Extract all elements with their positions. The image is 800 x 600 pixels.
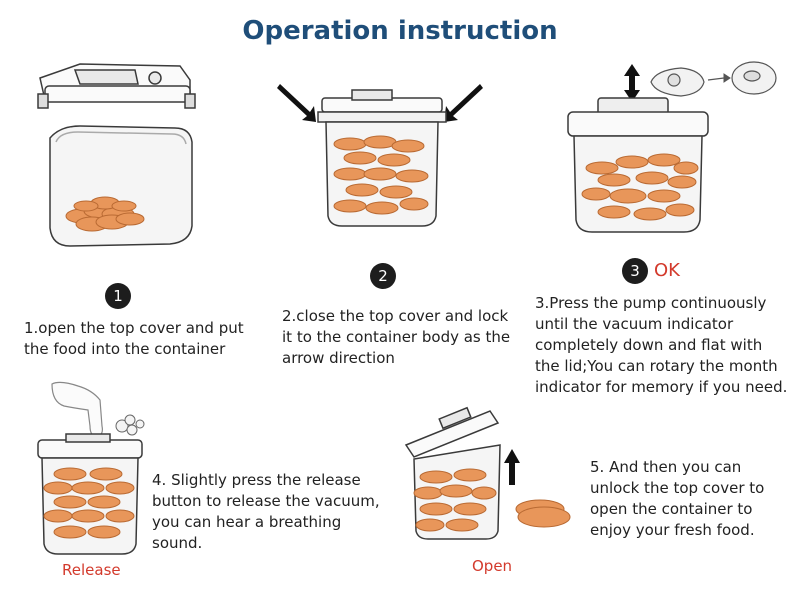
step5-illustration <box>404 406 571 540</box>
step-1-badge: 1 <box>105 283 131 309</box>
black-arrow-icon <box>277 84 316 122</box>
lid-icon <box>37 63 196 109</box>
cookies-icon <box>333 135 429 215</box>
cookies-icon <box>413 468 497 532</box>
step-2-caption: 2.close the top cover and lock it to the… <box>282 307 511 367</box>
tilted-lid-icon <box>404 406 500 458</box>
steam-puff-icon <box>115 414 145 436</box>
indicator-detail-icon <box>650 67 705 97</box>
step-1-caption: 1.open the top cover and put the food in… <box>24 319 244 358</box>
up-down-arrow-icon <box>624 64 640 102</box>
release-label: Release <box>62 561 121 579</box>
hand-press-icon <box>51 381 103 437</box>
open-label: Open <box>472 557 513 575</box>
step-3-badge: 3 <box>622 258 648 284</box>
black-arrow-icon <box>444 84 483 122</box>
step3-illustration <box>567 61 777 233</box>
step-3-ok-label: OK <box>654 260 680 281</box>
page-title: Operation instruction <box>242 16 558 46</box>
up-arrow-icon <box>504 449 520 485</box>
indicator-detail-icon <box>731 61 777 95</box>
step2-illustration <box>277 84 483 227</box>
loose-cookies-icon <box>515 499 571 528</box>
step-5-caption: 5. And then you can unlock the top cover… <box>590 458 765 539</box>
cookies-icon <box>43 467 135 539</box>
step-3-caption: 3.Press the pump continuously until the … <box>535 294 788 396</box>
step4-illustration <box>37 381 145 555</box>
step-4-caption: 4. Slightly press the release button to … <box>152 471 380 552</box>
cookies-icon <box>581 153 699 221</box>
step1-illustration <box>37 63 196 247</box>
cookies-icon <box>65 196 145 232</box>
step-2-badge: 2 <box>370 263 396 289</box>
right-arrow-icon <box>707 73 731 83</box>
